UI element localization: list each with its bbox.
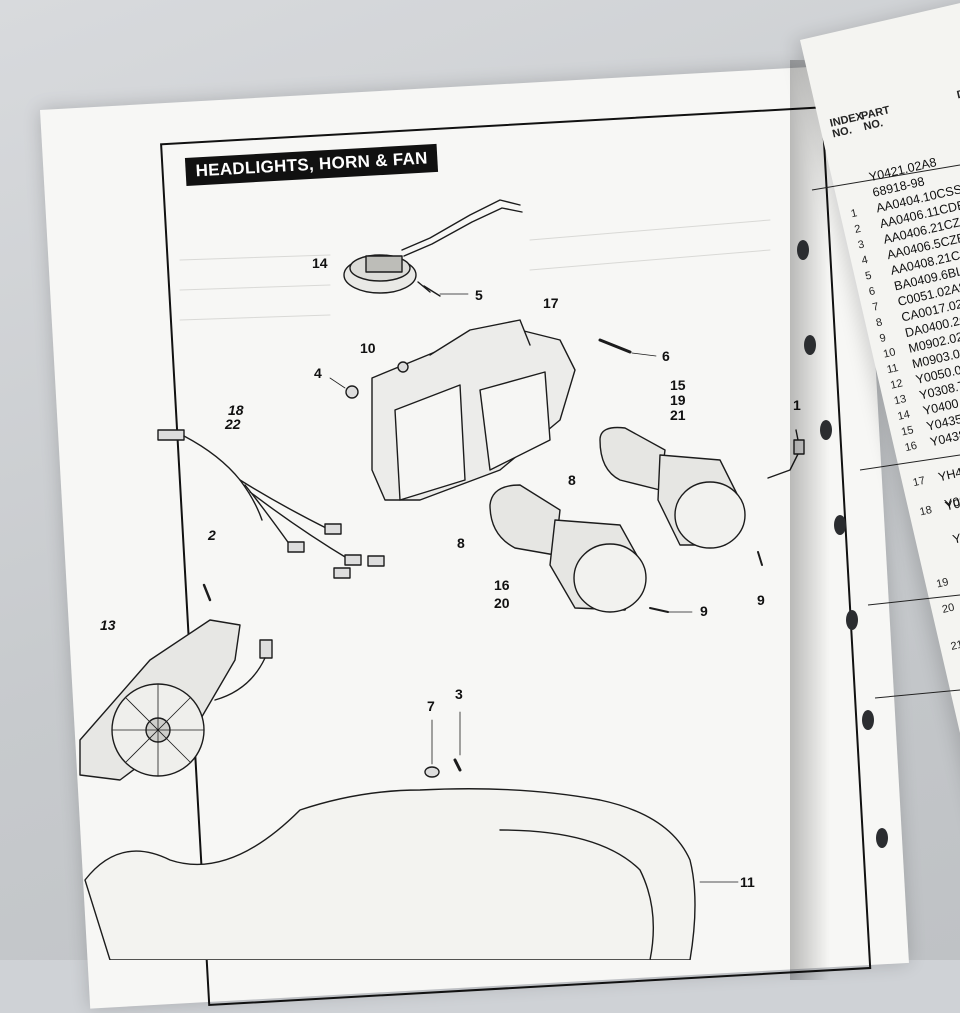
table-row-index: 19 bbox=[935, 576, 950, 591]
callout-18: 18 bbox=[228, 402, 244, 418]
header-description: DE bbox=[955, 86, 960, 102]
callout-5: 5 bbox=[475, 287, 483, 303]
callout-3: 3 bbox=[455, 686, 463, 702]
table-row-index: 17 bbox=[911, 474, 927, 490]
callout-21: 21 bbox=[670, 407, 686, 423]
callout-16: 16 bbox=[494, 577, 510, 593]
book-spine-shadow bbox=[790, 60, 830, 980]
callout-6: 6 bbox=[662, 348, 670, 364]
horn-part bbox=[343, 199, 523, 294]
fan-part bbox=[79, 619, 241, 781]
headlight-bracket-part bbox=[371, 319, 576, 501]
callout-9-right: 9 bbox=[757, 592, 765, 608]
headlight-unit-lower bbox=[489, 484, 647, 613]
table-row-index: 8 bbox=[874, 316, 884, 330]
table-row-index: 6 bbox=[867, 285, 877, 299]
table-row-index: 5 bbox=[864, 269, 873, 283]
callout-1: 1 bbox=[793, 397, 801, 413]
table-row-index: 2 bbox=[853, 222, 862, 236]
table-row-index: 12 bbox=[889, 377, 904, 392]
callout-11: 11 bbox=[740, 874, 755, 890]
callout-15: 15 bbox=[670, 377, 686, 393]
table-row-index: 10 bbox=[882, 346, 897, 361]
table-row-index: 16 bbox=[903, 439, 919, 455]
table-row-index: 20 bbox=[941, 601, 956, 616]
table-row-part-number: YH401.02A8 bbox=[936, 454, 960, 485]
callout-9-lower: 9 bbox=[700, 603, 708, 619]
table-row-index: 3 bbox=[856, 238, 866, 252]
binding-holes bbox=[797, 164, 960, 848]
callout-10: 10 bbox=[360, 340, 376, 356]
exploded-parts-diagram bbox=[79, 199, 805, 960]
wiring-harness-part bbox=[157, 429, 385, 579]
callout-2: 2 bbox=[208, 527, 216, 543]
table-row-index: 9 bbox=[878, 331, 888, 346]
table-row-index: 15 bbox=[900, 424, 915, 439]
table-row-index: 18 bbox=[918, 504, 934, 519]
header-index: INDEX NO. bbox=[828, 110, 865, 141]
callout-19: 19 bbox=[670, 392, 686, 408]
table-row-part-number: Y0426.02 bbox=[951, 521, 960, 547]
table-row-part-number: Y0026.0 bbox=[943, 487, 960, 512]
table-row-index: 21 bbox=[949, 638, 960, 653]
callout-17: 17 bbox=[543, 295, 559, 311]
callout-8-lower: 8 bbox=[457, 535, 465, 551]
fairing-part bbox=[84, 788, 696, 960]
table-row-index: 1 bbox=[849, 207, 859, 221]
callout-13: 13 bbox=[100, 617, 116, 633]
table-row-index: 11 bbox=[885, 361, 900, 377]
headlight-unit-upper bbox=[599, 426, 746, 549]
callout-20: 20 bbox=[494, 595, 510, 611]
header-part-no: PART NO. bbox=[859, 104, 892, 134]
callout-8-upper: 8 bbox=[568, 472, 576, 488]
callout-7: 7 bbox=[427, 698, 435, 714]
table-row-index: 14 bbox=[896, 408, 912, 423]
table-row-index: 7 bbox=[871, 300, 880, 314]
callout-14: 14 bbox=[312, 255, 328, 271]
callout-22: 22 bbox=[225, 416, 241, 432]
table-row-index: 4 bbox=[860, 254, 870, 268]
callout-4: 4 bbox=[314, 365, 322, 381]
table-row-index: 13 bbox=[892, 392, 908, 408]
